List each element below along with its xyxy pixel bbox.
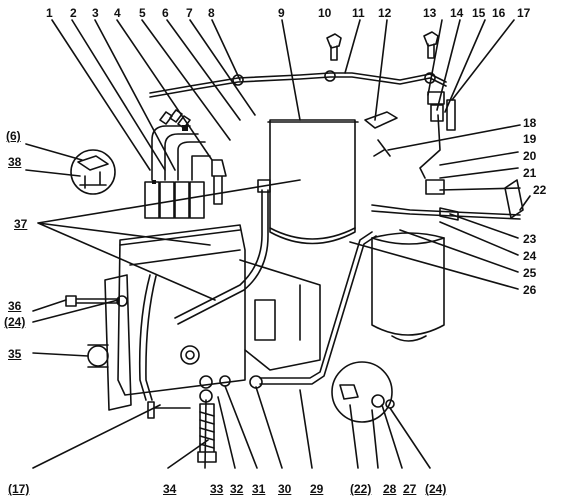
callout-20: 20: [523, 149, 537, 163]
callout-22: 22: [533, 183, 547, 197]
pipe-37: [174, 189, 263, 319]
return-pipe: [149, 72, 447, 94]
fitting-15: [427, 91, 445, 105]
bolt-10: [326, 33, 342, 61]
callout-37: 37: [14, 217, 28, 231]
bracket-22: [504, 179, 524, 219]
callout-15: 15: [472, 6, 486, 20]
filter-bowl-26: [371, 232, 445, 336]
pipe-29: [259, 231, 373, 379]
callout-28: 28: [383, 482, 397, 496]
nut-31: [219, 375, 231, 387]
callout-35: 35: [8, 347, 22, 361]
callout-24-bottom: (24): [425, 482, 447, 496]
callout-18: 18: [523, 116, 537, 130]
bracket-12: [364, 111, 398, 129]
callout-24-left: (24): [4, 315, 26, 329]
inset-detail-left: [70, 149, 116, 195]
callout-3: 3: [92, 6, 99, 20]
nozzle-4: [211, 159, 227, 205]
callout-16: 16: [492, 6, 506, 20]
callout-29: 29: [310, 482, 324, 496]
injector-pipes: [151, 125, 211, 181]
bolt-36: [65, 295, 119, 307]
callout-34: 34: [163, 482, 177, 496]
callout-32: 32: [230, 482, 244, 496]
inset-detail-right: [331, 361, 393, 423]
callout-7: 7: [186, 6, 193, 20]
callout-30: 30: [278, 482, 292, 496]
callout-12: 12: [378, 6, 392, 20]
callout-11: 11: [352, 6, 365, 20]
callout-36: 36: [8, 299, 22, 313]
callout-25: 25: [523, 266, 537, 280]
pipe-37b: [138, 274, 151, 401]
bolt-13: [423, 31, 439, 59]
callout-5: 5: [139, 6, 146, 20]
callout-33: 33: [210, 482, 224, 496]
callout-6: 6: [162, 6, 169, 20]
callout-4: 4: [114, 6, 121, 20]
callout-2: 2: [70, 6, 77, 20]
callout-17-bottom: (17): [8, 482, 30, 496]
callout-6-paren: (6): [6, 129, 21, 143]
callout-13: 13: [423, 6, 437, 20]
governor-housing: [239, 259, 321, 371]
callout-1: 1: [46, 6, 53, 20]
callout-22-bottom: (22): [350, 482, 372, 496]
fitting-16: [430, 104, 444, 122]
pump-body-35: [117, 224, 246, 396]
callout-27: 27: [403, 482, 417, 496]
callout-10: 10: [318, 6, 332, 20]
callout-38: 38: [8, 155, 22, 169]
callout-24: 24: [523, 249, 537, 263]
callout-21: 21: [523, 166, 537, 180]
callout-23: 23: [523, 232, 537, 246]
callout-26: 26: [523, 283, 537, 297]
washer-32: [199, 375, 213, 389]
banjo-mid: [324, 70, 336, 82]
callout-31: 31: [252, 482, 266, 496]
callout-19: 19: [523, 132, 537, 146]
filter-head-9: [269, 119, 356, 245]
callout-17: 17: [517, 6, 531, 20]
callout-8: 8: [208, 6, 215, 20]
callout-9: 9: [278, 6, 285, 20]
callout-14: 14: [450, 6, 464, 20]
